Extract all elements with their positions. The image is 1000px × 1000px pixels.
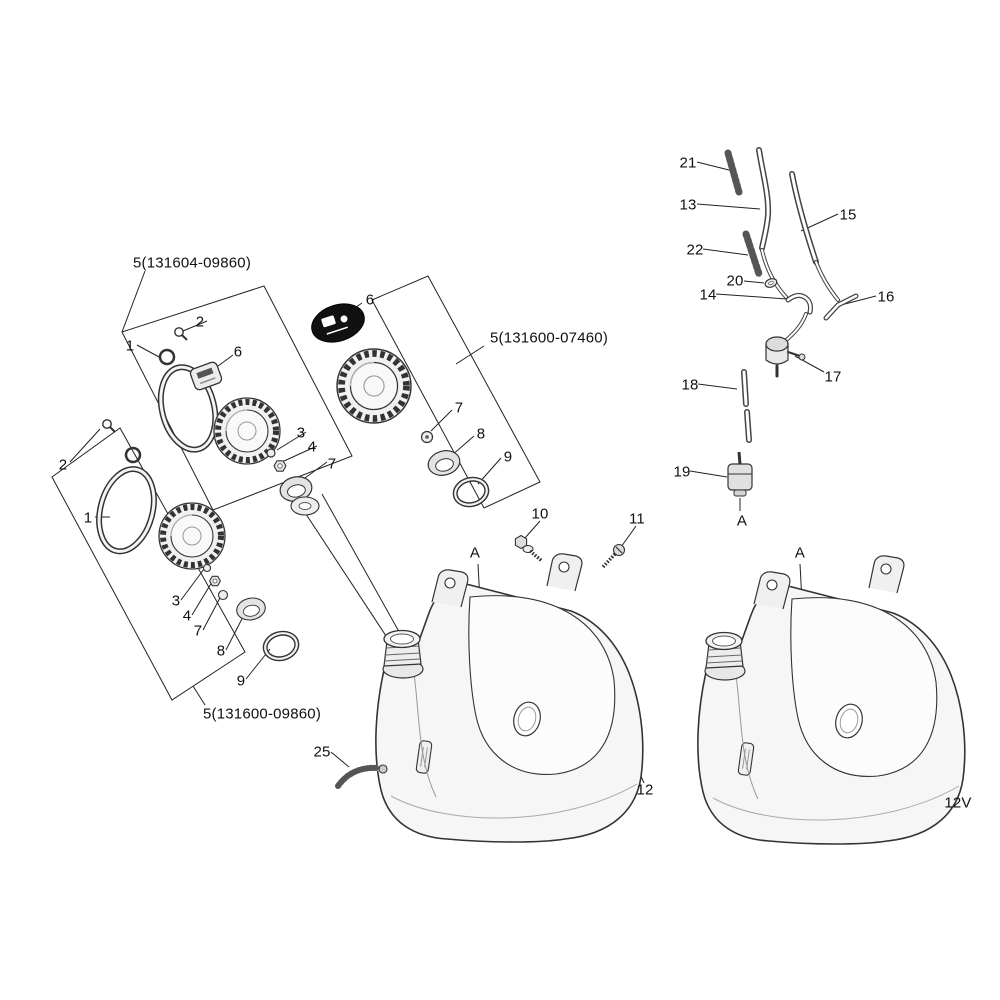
fuel-tank-right <box>697 555 966 845</box>
callout-14: 14 <box>699 286 717 304</box>
callout-a-left-tank: A <box>469 544 481 562</box>
callout-8-right: 8 <box>476 425 486 443</box>
fuel-filter <box>727 451 753 497</box>
screw-11 <box>600 543 626 570</box>
callout-18: 18 <box>681 376 699 394</box>
callout-1-lower: 1 <box>83 509 93 527</box>
callout-4-upper: 4 <box>307 438 317 456</box>
pictogram-cap-icon <box>189 361 223 391</box>
drain-hose <box>335 764 388 789</box>
bolt-10 <box>514 534 544 563</box>
callout-group-131600-09860: 5(131600-09860) <box>202 705 322 723</box>
callout-22: 22 <box>686 241 704 259</box>
callout-9-right: 9 <box>503 448 513 466</box>
callout-3-lower: 3 <box>171 592 181 610</box>
callout-15: 15 <box>839 206 857 224</box>
callout-3-upper: 3 <box>296 424 306 442</box>
callout-21: 21 <box>679 154 697 172</box>
callout-10: 10 <box>531 505 549 523</box>
callout-2-lower: 2 <box>58 456 68 474</box>
callout-7-right: 7 <box>454 399 464 417</box>
callout-4-lower: 4 <box>182 607 192 625</box>
cap-assembly-right <box>311 303 490 509</box>
callout-16: 16 <box>877 288 895 306</box>
callout-8-lower: 8 <box>216 642 226 660</box>
cap-assembly-lower <box>91 418 300 662</box>
callout-6-upper: 6 <box>233 343 243 361</box>
callout-group-131600-07460: 5(131600-07460) <box>489 329 609 347</box>
cap-assembly-upper <box>148 326 320 516</box>
callout-20: 20 <box>726 272 744 290</box>
black-fuel-cap-icon <box>311 303 365 343</box>
callout-7-lower: 7 <box>193 622 203 640</box>
callout-2-upper: 2 <box>195 313 205 331</box>
callout-11: 11 <box>629 510 645 528</box>
grommet-20 <box>764 278 778 288</box>
callout-9-lower: 9 <box>236 672 246 690</box>
callout-7-upper: 7 <box>327 455 337 473</box>
pickup-body-17 <box>765 336 806 378</box>
fuel-tank-left <box>375 553 644 843</box>
group-outlines <box>51 270 541 706</box>
callout-group-131604-09860: 5(131604-09860) <box>132 254 252 272</box>
callout-a-right-tank: A <box>794 544 806 562</box>
callout-17: 17 <box>824 368 842 386</box>
callout-6-black-cap: 6 <box>365 291 375 309</box>
callout-19: 19 <box>673 463 691 481</box>
callout-12v: 12V <box>944 794 972 812</box>
fuel-lines-group <box>724 147 859 443</box>
callout-25: 25 <box>313 743 331 761</box>
callout-a-fuel-line: A <box>736 512 748 530</box>
callout-13: 13 <box>679 196 697 214</box>
callout-1-upper: 1 <box>125 337 135 355</box>
callout-12: 12 <box>636 781 654 799</box>
